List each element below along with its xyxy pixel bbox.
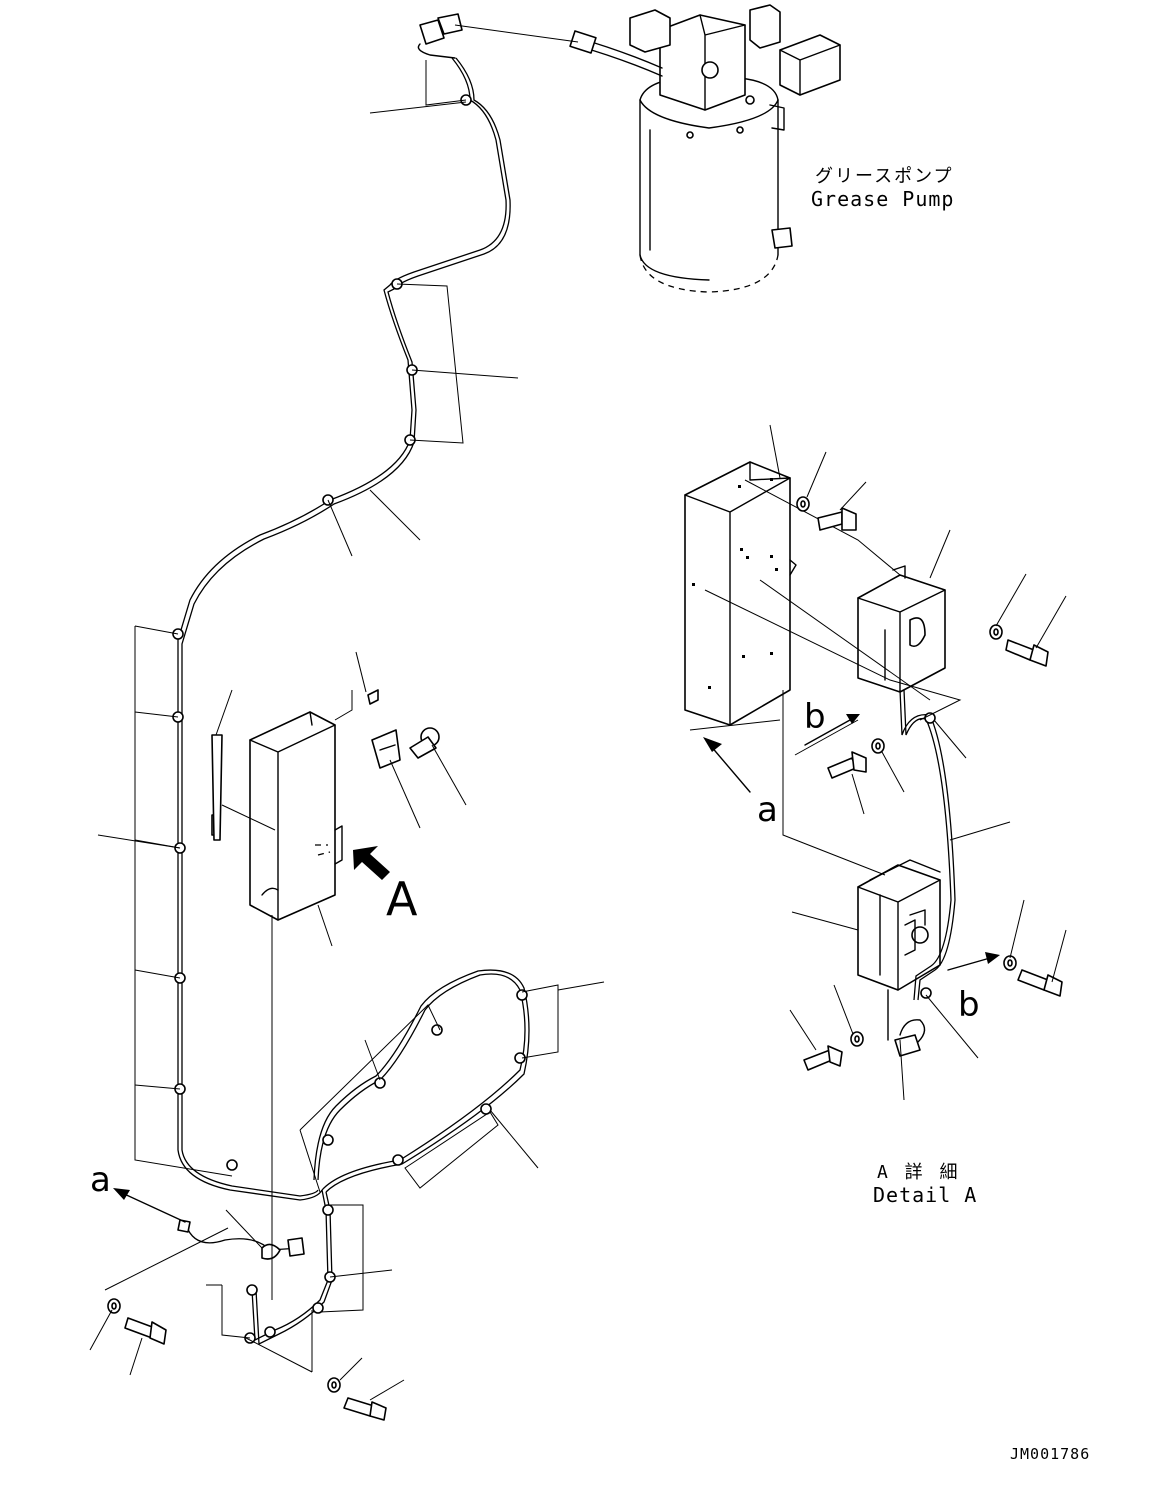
drawing-number: JM001786 (1010, 1445, 1091, 1463)
grease-pump (569, 4, 841, 293)
detail-a-label-jp: A 詳 細 (877, 1162, 961, 1183)
detail-a-label-en: Detail A (873, 1183, 978, 1207)
leader-lines (89, 101, 1067, 1401)
grease-pump-label-en: Grease Pump (811, 187, 955, 211)
fasteners (107, 496, 1063, 1421)
ref-b-bottom-label: b (958, 985, 980, 1025)
control-box-left (211, 689, 440, 1300)
view-a-label: A (386, 872, 418, 926)
grease-pump-label-jp: グリースポンプ (815, 166, 954, 187)
ref-a-right-label: a (757, 790, 778, 830)
detail-a-assembly (113, 461, 1000, 1223)
ref-b-top-label: b (804, 697, 826, 737)
wiring-harness-left (104, 13, 579, 1373)
ref-a-left-label: a (90, 1160, 111, 1200)
